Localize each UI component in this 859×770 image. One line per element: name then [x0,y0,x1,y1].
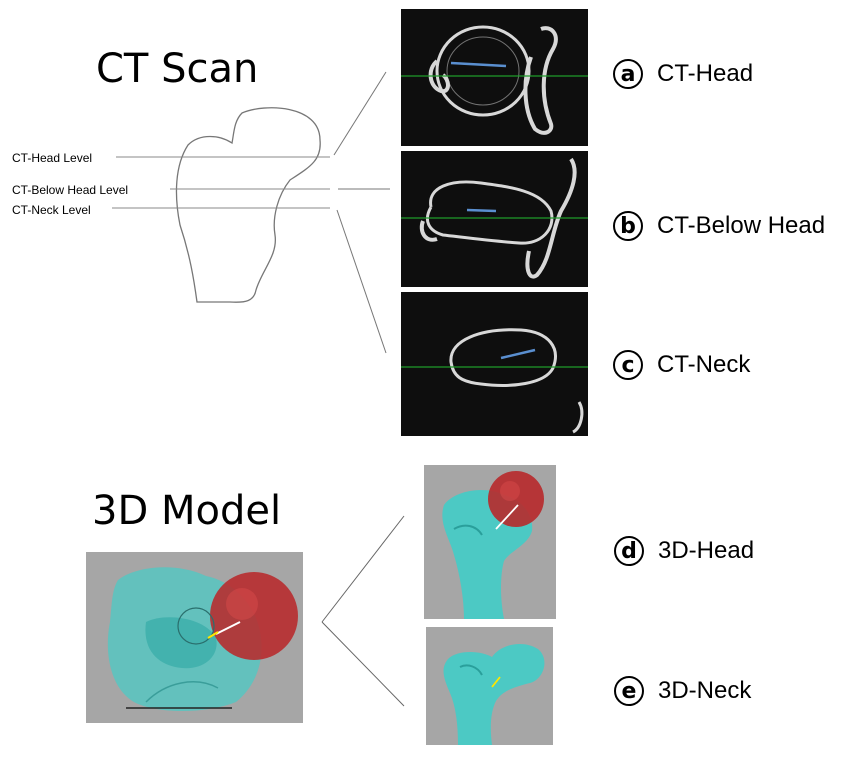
panel-text-c: CT-Neck [657,351,750,379]
3d-head-view [424,465,556,619]
panel-label-b: b CT-Below Head [613,211,825,241]
ct-neck-image [401,292,588,436]
panel-label-e: e 3D-Neck [614,676,751,706]
model-neck-connector [322,622,404,706]
head-connector [334,72,386,155]
model-head-connector [322,516,404,622]
panel-letter-e: e [614,676,644,706]
panel-letter-d: d [614,536,644,566]
3d-model-title: 3D Model [92,488,281,534]
ct-below-head-image [401,151,588,287]
panel-letter-a: a [613,59,643,89]
panel-text-e: 3D-Neck [658,677,751,705]
panel-text-d: 3D-Head [658,537,754,565]
panel-letter-c: c [613,350,643,380]
panel-text-a: CT-Head [657,60,753,88]
3d-neck-view [426,627,553,745]
3d-model-main-view [86,552,303,723]
panel-label-a: a CT-Head [613,59,753,89]
panel-label-c: c CT-Neck [613,350,750,380]
panel-label-d: d 3D-Head [614,536,754,566]
ct-head-image [401,9,588,146]
neck-connector [337,210,386,353]
panel-letter-b: b [613,211,643,241]
panel-text-b: CT-Below Head [657,212,825,240]
